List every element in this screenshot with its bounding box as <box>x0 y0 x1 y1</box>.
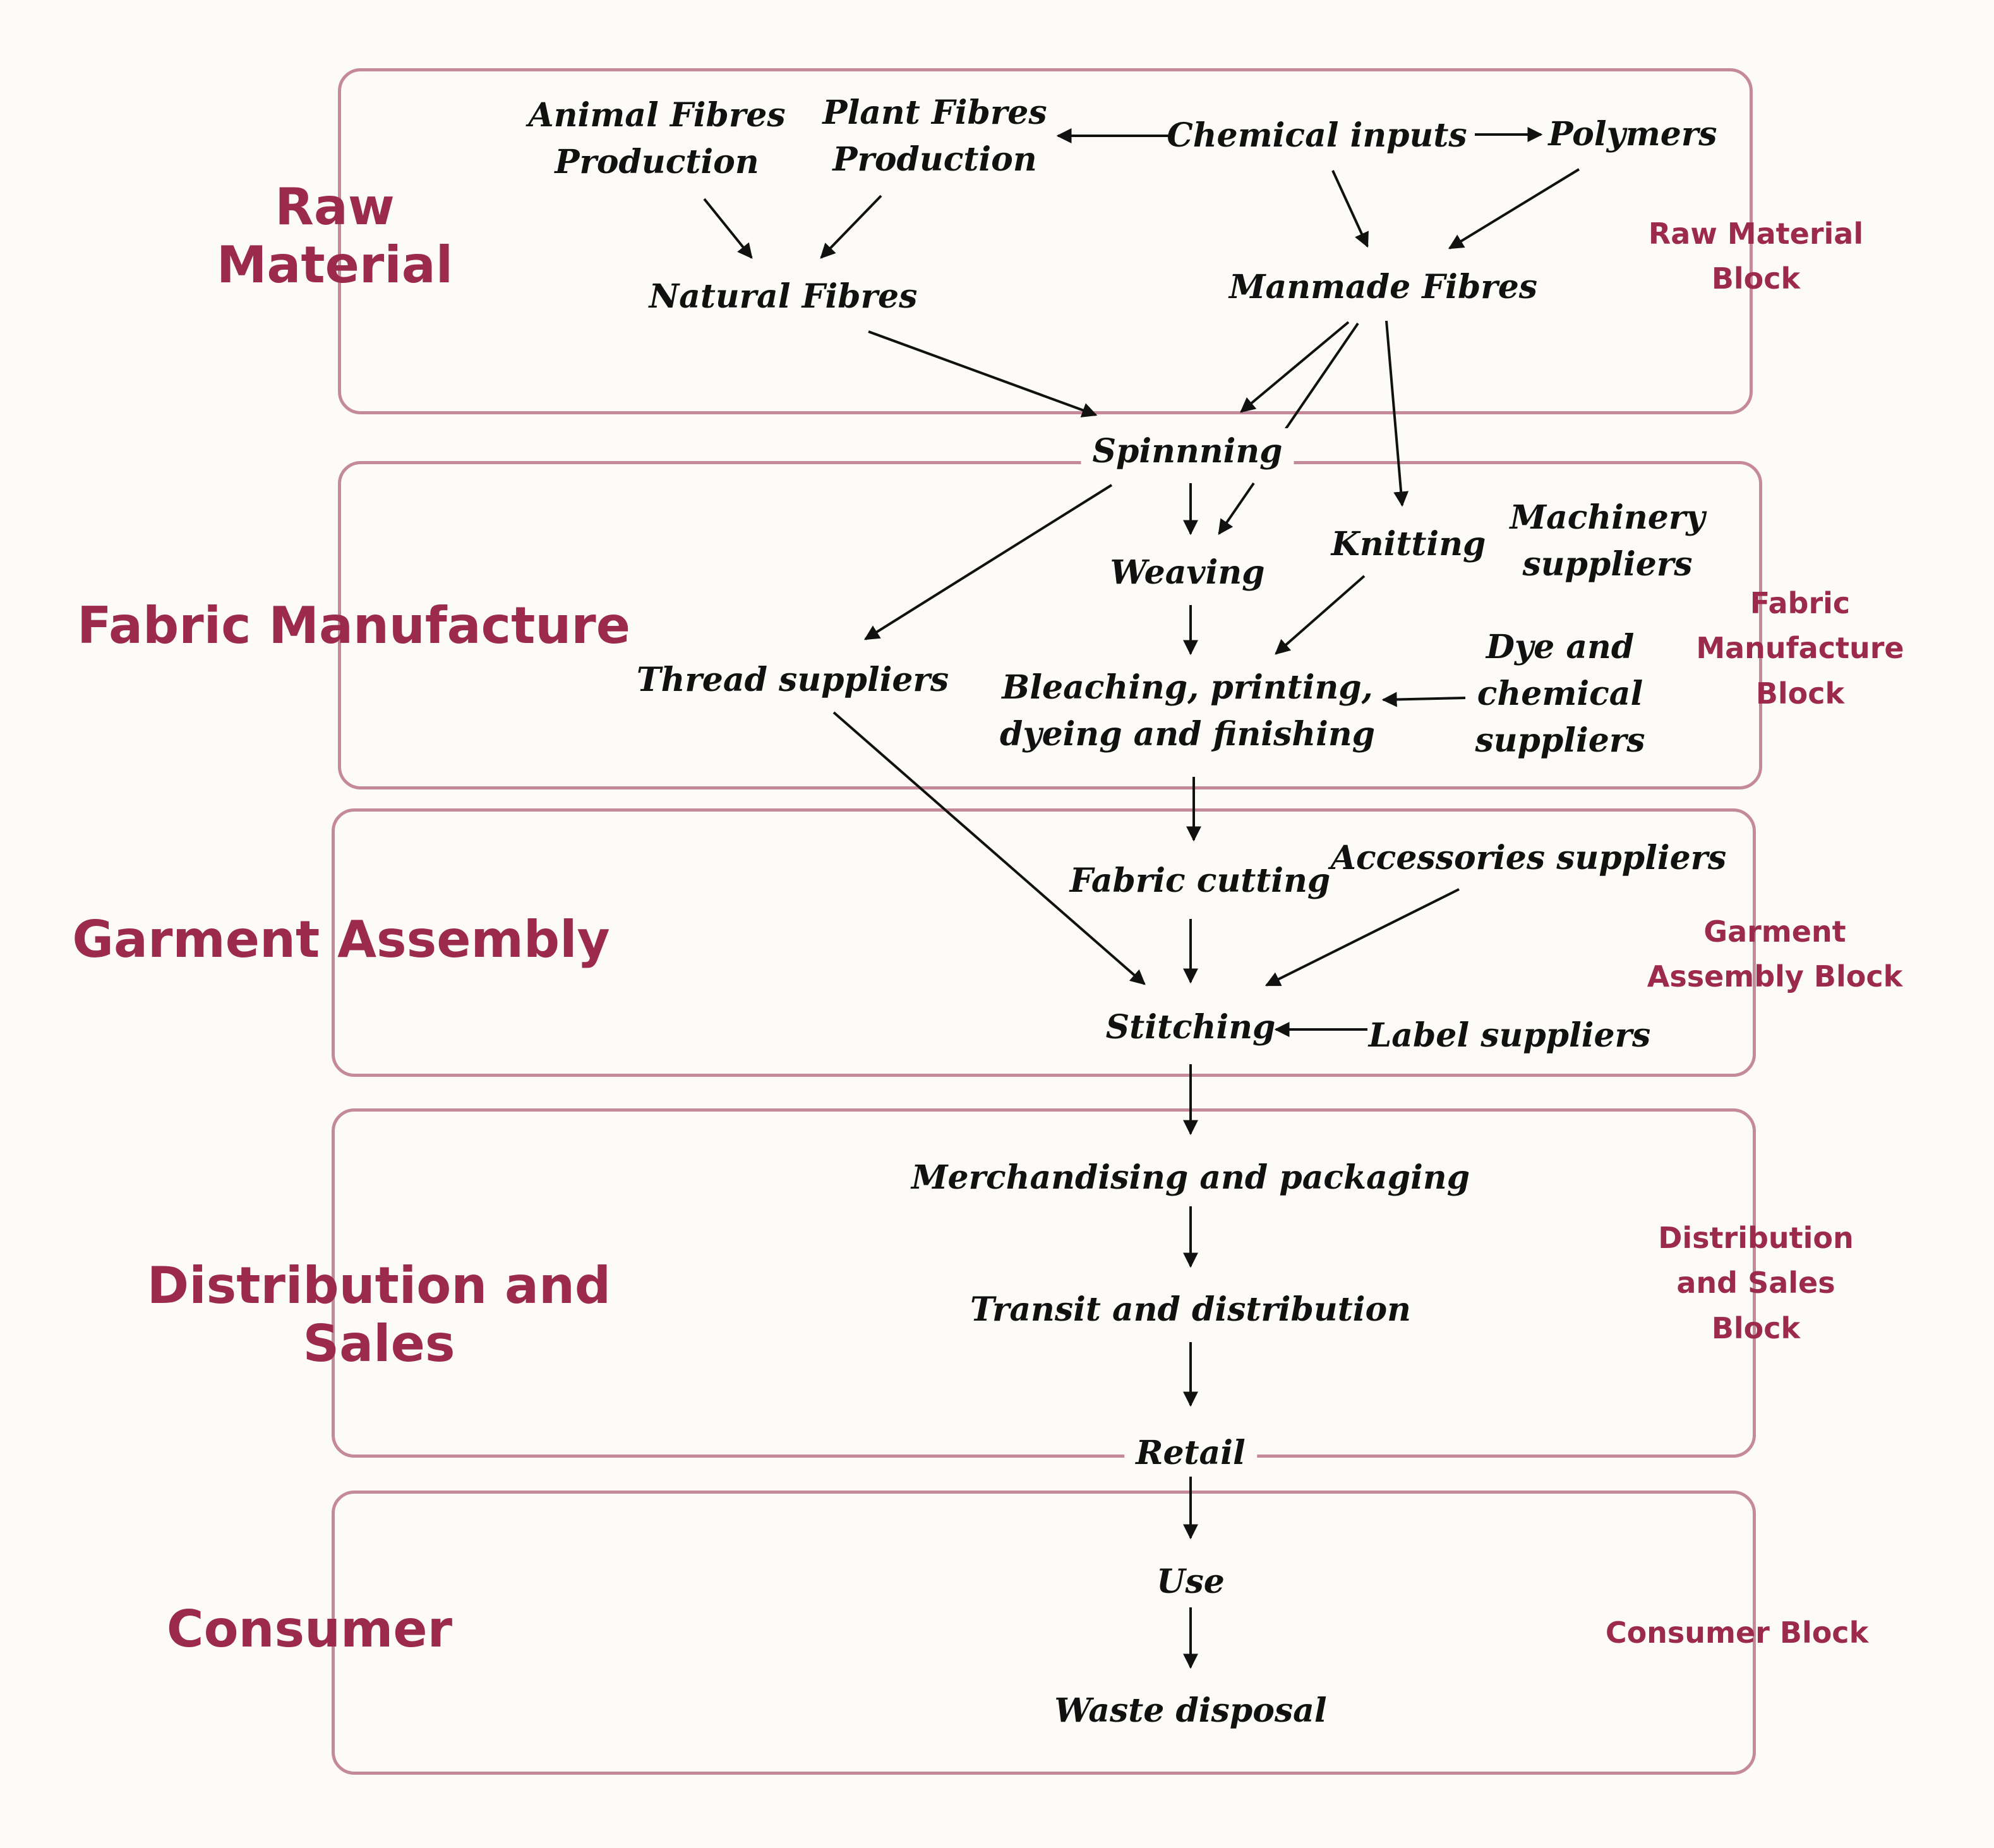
node-stitching-line-1: Stitching <box>1105 1008 1276 1047</box>
node-dye-suppliers-line-3: suppliers <box>1475 721 1645 760</box>
node-merchandising: Merchandising and packaging <box>911 1155 1470 1201</box>
arrow-polymers-to-manmade <box>1448 168 1580 249</box>
arrow-thread-to-stitching <box>832 711 1146 985</box>
distribution-sales-block-label: Distribution and Sales Block <box>1623 1216 1889 1351</box>
node-animal-fibres-line-2: Production <box>555 142 759 181</box>
garment-assembly-block-label: Garment Assembly Block <box>1636 909 1914 1000</box>
arrow-knitting-to-bleaching <box>1275 575 1366 655</box>
node-plant-fibres-line-1: Plant Fibres <box>822 93 1047 132</box>
fabric-manufacture-title: Fabric Manufacture <box>76 597 632 655</box>
distribution-sales-title-line-1: Distribution and Sales <box>147 1256 611 1373</box>
node-retail: Retail <box>1124 1430 1257 1477</box>
node-transit-line-1: Transit and distribution <box>970 1290 1411 1329</box>
node-chemical-inputs: Chemical inputs <box>1167 112 1467 159</box>
node-weaving-line-1: Weaving <box>1110 553 1265 592</box>
raw-material-block-label: Raw Material Block <box>1623 212 1889 302</box>
node-dye-suppliers-line-2: chemical <box>1477 674 1643 713</box>
consumer-block <box>332 1491 1756 1775</box>
node-dye-suppliers-line-1: Dye and <box>1486 628 1635 666</box>
node-plant-fibres: Plant Fibres Production <box>822 90 1047 183</box>
node-transit: Transit and distribution <box>970 1287 1411 1333</box>
node-use: Use <box>1156 1559 1225 1605</box>
raw-material-title-line-2: Material <box>216 236 453 294</box>
node-label-suppliers: Label suppliers <box>1369 1012 1651 1059</box>
node-knitting: Knitting <box>1331 521 1486 568</box>
arrow-dye-to-bleaching <box>1381 692 1466 707</box>
raw-material-title-line-1: Raw <box>275 177 395 236</box>
arrow-manmade-to-weaving <box>1284 322 1359 431</box>
arrow-spinning-to-thread <box>863 484 1113 640</box>
node-machinery-suppliers-line-1: Machinery <box>1510 498 1705 537</box>
node-use-line-1: Use <box>1156 1563 1225 1601</box>
node-thread-suppliers-line-1: Thread suppliers <box>636 661 949 699</box>
node-accessories-suppliers-line-1: Accessories suppliers <box>1330 839 1727 877</box>
distribution-sales-block-label-line-3: Block <box>1711 1311 1801 1345</box>
arrow-manmade-to-knitting <box>1385 320 1409 507</box>
node-bleaching-line-2: dyeing and finishing <box>999 714 1376 753</box>
arrow-plant-to-natural <box>820 195 882 259</box>
arrow-natural-to-spinning <box>868 330 1098 417</box>
node-waste-disposal-line-1: Waste disposal <box>1054 1691 1327 1730</box>
node-spinning: Spinnning <box>1081 428 1294 475</box>
consumer-block-label-line-1: Consumer Block <box>1605 1616 1869 1650</box>
distribution-sales-block-label-line-2: and Sales <box>1676 1266 1835 1300</box>
arrow-chemical-to-manmade <box>1331 170 1369 248</box>
node-weaving: Weaving <box>1110 549 1264 596</box>
garment-assembly-block-label-line-2: Assembly Block <box>1647 959 1903 994</box>
node-bleaching: Bleaching, printing, dyeing and finishin… <box>1000 664 1375 758</box>
arrow-animal-to-natural <box>703 198 753 259</box>
node-accessories-suppliers: Accessories suppliers <box>1331 835 1727 882</box>
fabric-manufacture-block-label: Fabric Manufacture Block <box>1667 581 1933 716</box>
node-plant-fibres-line-2: Production <box>832 140 1037 179</box>
node-spinning-line-1: Spinnning <box>1092 432 1283 471</box>
node-thread-suppliers: Thread suppliers <box>637 657 949 704</box>
node-fabric-cutting: Fabric cutting <box>1070 858 1330 904</box>
distribution-sales-title: Distribution and Sales <box>69 1257 688 1373</box>
node-manmade-fibres-line-1: Manmade Fibres <box>1228 268 1538 306</box>
node-manmade-fibres: Manmade Fibres <box>1229 264 1537 311</box>
consumer-title: Consumer <box>152 1600 467 1659</box>
fabric-manufacture-block <box>338 461 1762 789</box>
garment-assembly-title: Garment Assembly <box>69 911 613 969</box>
raw-material-block <box>338 68 1753 414</box>
node-merchandising-line-1: Merchandising and packaging <box>911 1158 1470 1197</box>
node-animal-fibres: Animal Fibres Production <box>528 92 785 186</box>
node-retail-line-1: Retail <box>1136 1434 1246 1472</box>
node-natural-fibres: Natural Fibres <box>649 273 918 320</box>
distribution-sales-block <box>332 1108 1756 1458</box>
fabric-manufacture-block-label-line-3: Block <box>1755 676 1845 711</box>
node-stitching: Stitching <box>1106 1004 1276 1051</box>
arrow-accessories-to-stitching <box>1264 888 1460 987</box>
fabric-manufacture-title-line-1: Fabric Manufacture <box>77 596 630 655</box>
raw-material-title: Raw Material <box>208 178 461 294</box>
node-knitting-line-1: Knitting <box>1331 525 1486 563</box>
node-natural-fibres-line-1: Natural Fibres <box>649 277 918 316</box>
node-bleaching-line-1: Bleaching, printing, <box>1002 668 1373 707</box>
fabric-manufacture-block-label-line-1: Fabric <box>1750 586 1851 620</box>
node-machinery-suppliers: Machinery suppliers <box>1510 495 1705 588</box>
node-dye-suppliers: Dye and chemical suppliers <box>1475 624 1645 764</box>
consumer-block-label: Consumer Block <box>1592 1611 1882 1655</box>
arrow-spinning-to-weaving-b <box>1218 482 1255 535</box>
node-animal-fibres-line-1: Animal Fibres <box>528 96 786 135</box>
node-label-suppliers-line-1: Label suppliers <box>1368 1016 1651 1055</box>
node-machinery-suppliers-line-2: suppliers <box>1522 544 1693 584</box>
fabric-manufacture-block-label-line-2: Manufacture <box>1696 631 1904 666</box>
garment-assembly-title-line-1: Garment Assembly <box>72 910 610 969</box>
node-waste-disposal: Waste disposal <box>1054 1688 1326 1734</box>
node-fabric-cutting-line-1: Fabric cutting <box>1069 861 1331 900</box>
node-chemical-inputs-line-1: Chemical inputs <box>1167 116 1467 155</box>
arrow-manmade-to-spinning <box>1240 321 1350 413</box>
node-polymers-line-1: Polymers <box>1548 115 1717 153</box>
garment-assembly-block <box>332 808 1756 1077</box>
node-polymers: Polymers <box>1548 111 1717 158</box>
distribution-sales-block-label-line-1: Distribution <box>1658 1221 1854 1255</box>
garment-assembly-block-label-line-1: Garment <box>1703 915 1846 949</box>
raw-material-block-label-line-1: Raw Material <box>1648 217 1864 251</box>
consumer-title-line-1: Consumer <box>166 1600 453 1659</box>
raw-material-block-label-line-2: Block <box>1711 261 1801 296</box>
